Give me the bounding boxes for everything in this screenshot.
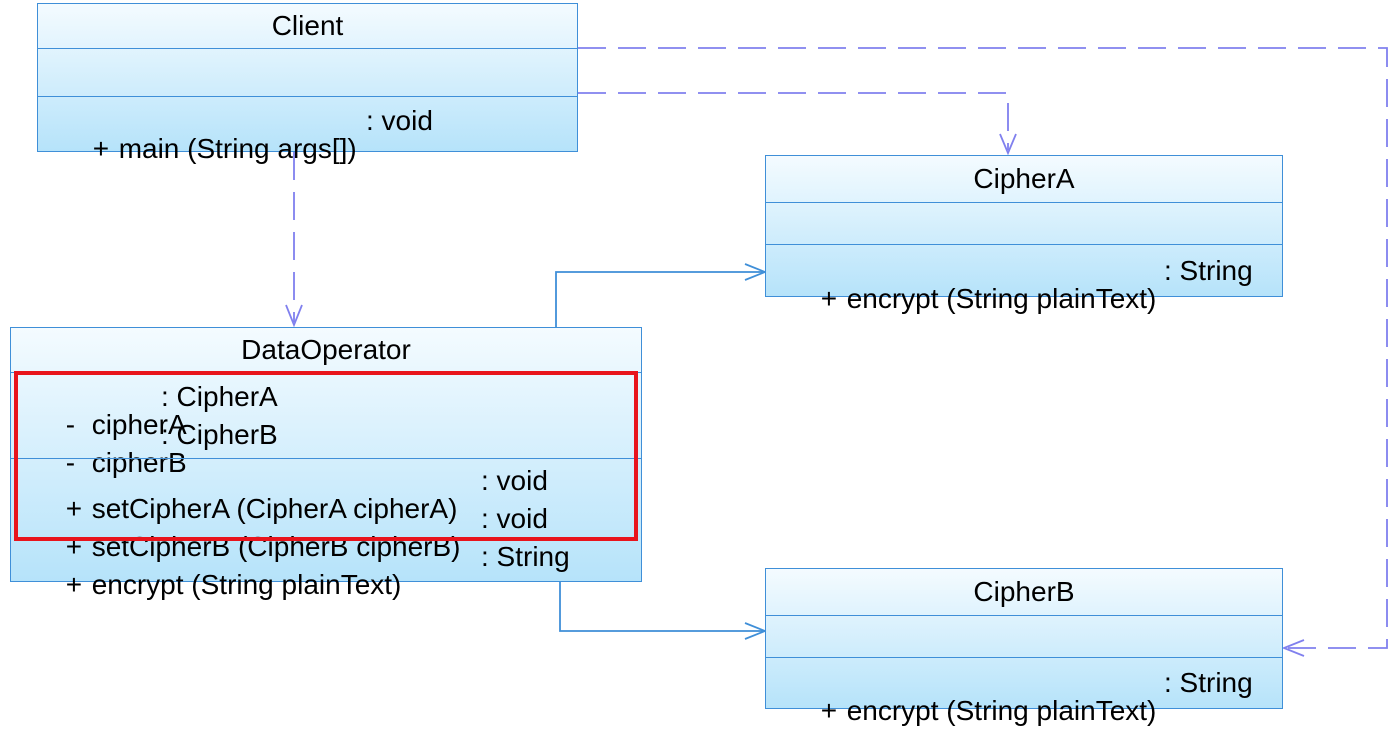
attribute-cipherb: -cipherB: CipherB: [65, 419, 278, 478]
association-dataoperator-cipherb: [559, 582, 764, 632]
methods-section: +main (String args[]): void: [38, 96, 577, 163]
dependency-arrowhead-cipherb: [1281, 639, 1305, 657]
attributes-section: [38, 48, 577, 96]
class-name: CipherB: [973, 576, 1075, 607]
methods-section: +setCipherA (CipherA cipherA): void +set…: [11, 458, 641, 599]
dependency-client-ciphera: [578, 92, 1009, 150]
methods-section: +encrypt (String plainText): String: [766, 244, 1282, 313]
class-client[interactable]: Client +main (String args[]): void: [37, 3, 578, 163]
highlight-box: [14, 371, 638, 541]
class-name: DataOperator: [241, 334, 411, 365]
method-encrypt: +encrypt (String plainText): String: [65, 541, 570, 600]
dependency-arrowhead-ciphera: [999, 133, 1017, 156]
class-name: Client: [271, 10, 344, 41]
class-name: CipherA: [973, 163, 1075, 194]
method-main: +main (String args[]): void: [92, 105, 433, 164]
class-cipherb[interactable]: CipherB +encrypt (String plainText): Str…: [765, 568, 1283, 725]
association-dataoperator-ciphera: [555, 271, 764, 327]
attributes-section: [766, 202, 1282, 244]
method-encrypt: +encrypt (String plainText): String: [820, 255, 1253, 314]
method-setciphera: +setCipherA (CipherA cipherA): void: [65, 465, 548, 524]
dependency-arrowhead-dataoperator: [285, 304, 303, 328]
class-name-section: Client: [38, 4, 577, 48]
attributes-section: [766, 615, 1282, 657]
class-name-section: DataOperator: [11, 328, 641, 372]
dependency-client-cipherb: [578, 47, 1388, 649]
method-encrypt: +encrypt (String plainText): String: [820, 667, 1253, 726]
class-ciphera[interactable]: CipherA +encrypt (String plainText): Str…: [765, 155, 1283, 313]
class-name-section: CipherB: [766, 569, 1282, 615]
attribute-ciphera: -cipherA: CipherA: [65, 381, 278, 440]
methods-section: +encrypt (String plainText): String: [766, 657, 1282, 725]
class-name-section: CipherA: [766, 156, 1282, 202]
relationship-lines: [285, 47, 1388, 657]
